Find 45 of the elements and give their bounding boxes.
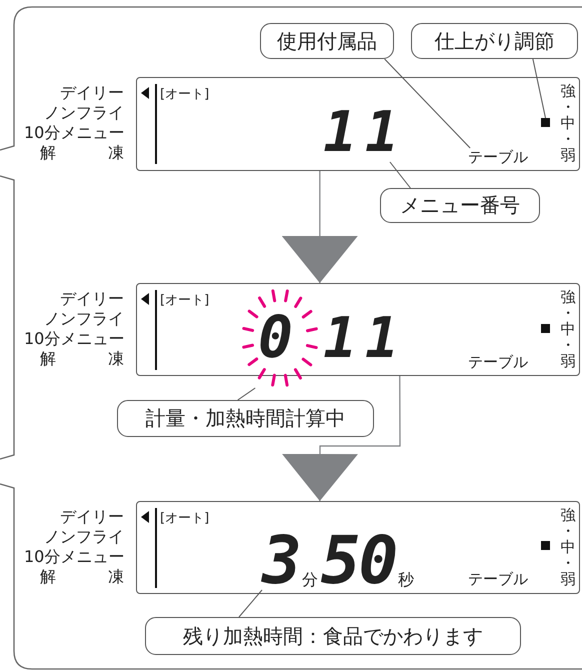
strength-scale: 強・中・弱 — [560, 83, 576, 163]
arrow — [282, 376, 401, 501]
mode-label: [オート] — [160, 86, 210, 103]
leader-line — [238, 590, 262, 618]
leader-line — [532, 58, 546, 118]
lcd-label: テーブル — [468, 148, 538, 168]
leader-line — [384, 58, 471, 148]
mode-name: ノンフライ — [43, 103, 124, 123]
lcd-digits: 11 — [323, 105, 407, 161]
mode-label: [オート] — [160, 292, 210, 309]
leader-line — [237, 388, 256, 400]
callout-box: 残り加熱時間：食品でかわります — [145, 617, 521, 655]
lcd-digit: 0 — [258, 308, 293, 366]
mode-name: 10分メニュー — [24, 123, 124, 143]
mode-name: デイリー — [59, 289, 124, 309]
mode-name: ノンフライ — [43, 309, 124, 329]
mode-name: 解凍 — [39, 143, 124, 163]
mode-name: デイリー — [59, 83, 124, 103]
callout-box: 仕上がり調節 — [411, 23, 578, 59]
strength-scale: 強・中・弱 — [560, 507, 576, 587]
indicator-mark — [541, 324, 550, 333]
mode-name: 解凍 — [39, 349, 124, 369]
lcd-label: テーブル — [468, 353, 538, 373]
callout-box: メニュー番号 — [380, 188, 540, 223]
mode-label: [オート] — [160, 510, 210, 527]
lcd-display-panel — [136, 501, 580, 594]
indicator-mark — [541, 118, 550, 127]
lcd-digits: 50 — [320, 530, 396, 590]
indicator-mark — [541, 541, 550, 550]
mode-name: デイリー — [59, 507, 124, 527]
mode-name: 10分メニュー — [24, 329, 124, 349]
lcd-display-panel — [136, 77, 580, 171]
mode-name: 10分メニュー — [24, 547, 124, 567]
callout-box: 計量・加熱時間計算中 — [117, 400, 374, 437]
mode-name: ノンフライ — [43, 527, 124, 547]
unit-label: 秒 — [398, 572, 414, 588]
callout-box: 使用付属品 — [260, 23, 394, 59]
unit-label: 分 — [302, 572, 318, 588]
leader-line — [389, 162, 411, 188]
lcd-digits: 11 — [323, 311, 407, 367]
arrow — [282, 171, 358, 283]
strength-scale: 強・中・弱 — [560, 289, 576, 369]
mode-name: 解凍 — [39, 567, 124, 587]
lcd-digits: 3 — [262, 530, 300, 590]
lcd-label: テーブル — [468, 570, 538, 590]
